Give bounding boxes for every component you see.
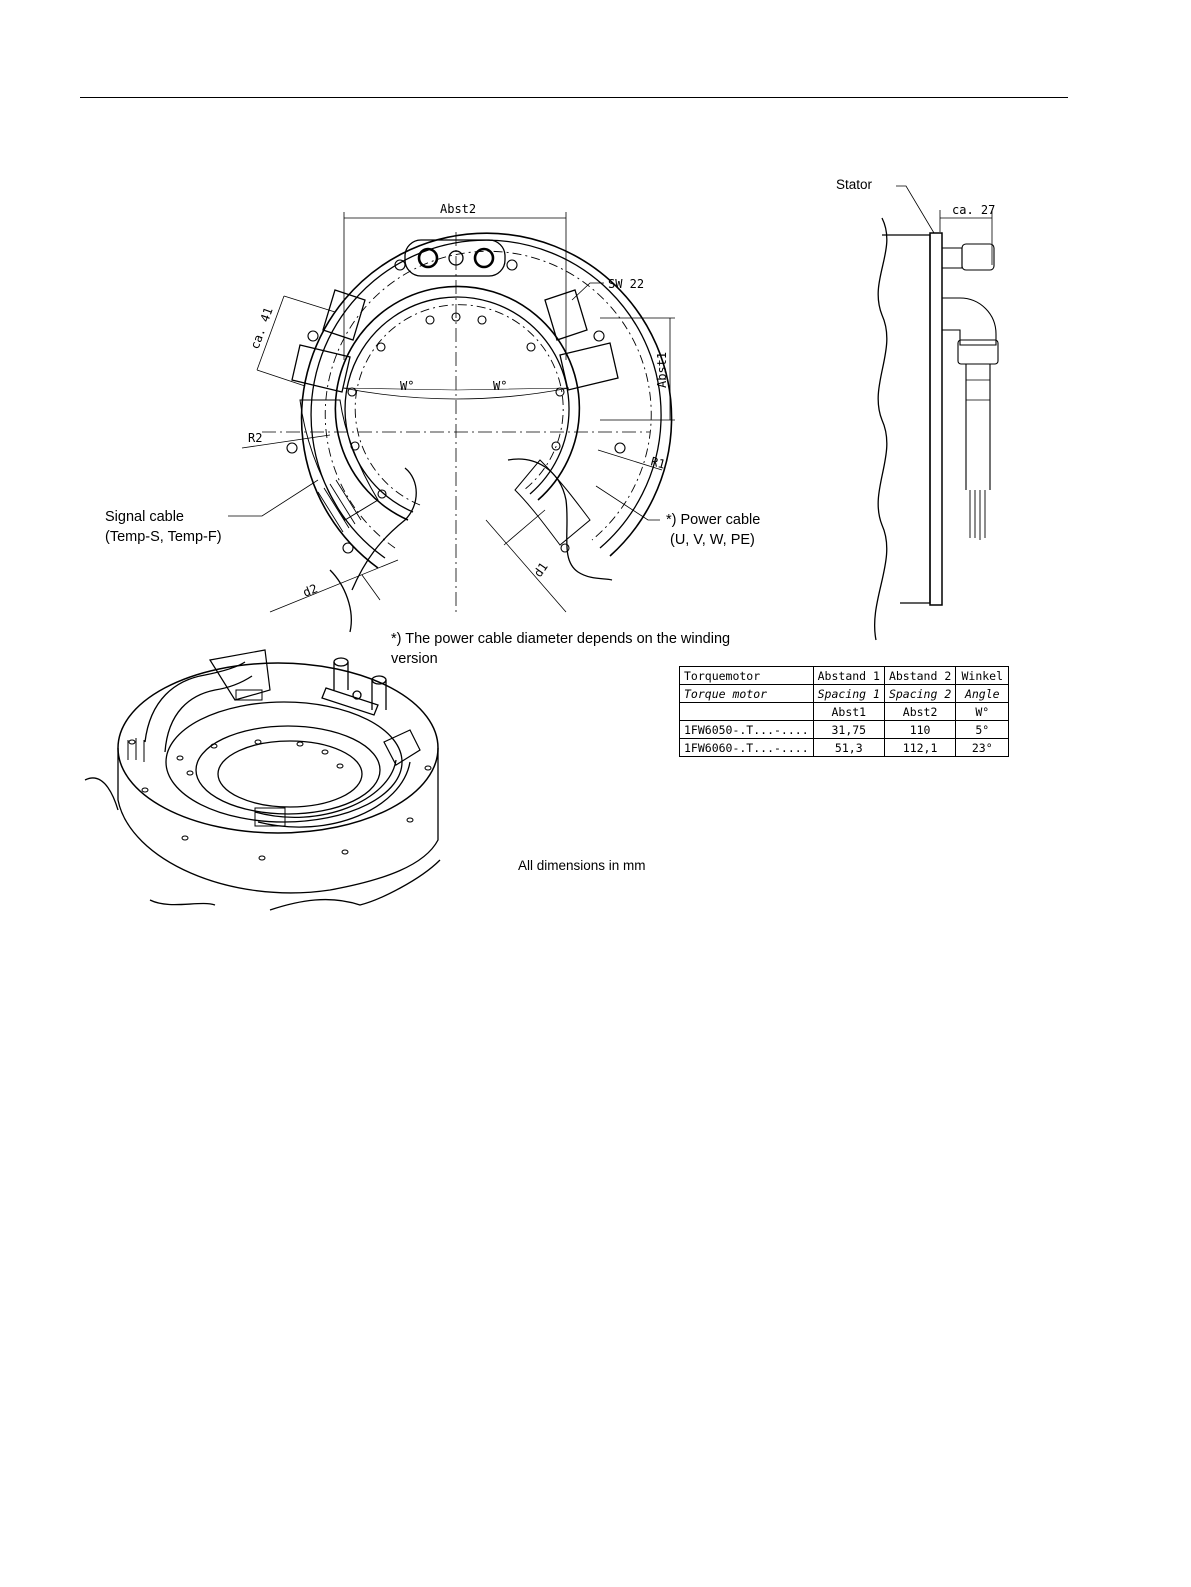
header-rule bbox=[80, 97, 1068, 98]
front-view bbox=[228, 212, 675, 633]
label-co41: ca. 41 bbox=[248, 305, 276, 351]
label-stator: Stator bbox=[836, 177, 873, 192]
label-r2: R2 bbox=[248, 431, 262, 445]
table-cell: 112,1 bbox=[883, 738, 957, 757]
label-sw22: SW 22 bbox=[608, 277, 644, 291]
label-w-left: W° bbox=[400, 379, 414, 393]
table-cell: 110 bbox=[883, 720, 957, 739]
footnote-line2: version bbox=[391, 651, 438, 667]
table-cell: Torque motor bbox=[679, 684, 814, 703]
table-cell: Angle bbox=[955, 684, 1010, 703]
label-d1: d1 bbox=[531, 560, 551, 580]
table-cell bbox=[679, 702, 814, 721]
table-cell: Abst2 bbox=[883, 702, 957, 721]
table-header-en: Torque motor Spacing 1 Spacing 2 Angle bbox=[679, 684, 1010, 703]
table-cell: 5° bbox=[955, 720, 1010, 739]
power-cable-label: *) Power cable bbox=[666, 512, 761, 528]
label-r1: R1 bbox=[649, 454, 667, 471]
table-cell: Abstand 1 bbox=[812, 666, 885, 685]
power-cable-sublabel: (U, V, W, PE) bbox=[670, 532, 755, 548]
table-cell: Winkel bbox=[955, 666, 1010, 685]
label-ca27: ca. 27 bbox=[952, 203, 995, 217]
table-header-de: Torquemotor Abstand 1 Abstand 2 Winkel bbox=[679, 666, 1010, 685]
table-cell: Spacing 2 bbox=[883, 684, 957, 703]
iso-view bbox=[84, 649, 441, 911]
table-row: 1FW6050-.T...-.... 31,75 110 5° bbox=[679, 720, 1010, 739]
table-cell: Spacing 1 bbox=[812, 684, 885, 703]
signal-cable-sublabel: (Temp-S, Temp-F) bbox=[105, 529, 222, 545]
dimension-table: Torquemotor Abstand 1 Abstand 2 Winkel T… bbox=[679, 666, 1010, 757]
label-w-right: W° bbox=[493, 379, 507, 393]
signal-cable-label: Signal cable bbox=[105, 509, 184, 525]
label-abst2: Abst2 bbox=[440, 202, 476, 216]
table-cell: 31,75 bbox=[812, 720, 885, 739]
footnote-line1: *) The power cable diameter depends on t… bbox=[391, 631, 731, 647]
table-cell: Abstand 2 bbox=[883, 666, 957, 685]
table-cell: 1FW6050-.T...-.... bbox=[679, 720, 814, 739]
table-row: 1FW6060-.T...-.... 51,3 112,1 23° bbox=[679, 738, 1010, 757]
label-d2: d2 bbox=[301, 581, 320, 599]
table-cell: 51,3 bbox=[812, 738, 885, 757]
units-note: All dimensions in mm bbox=[518, 858, 646, 873]
side-view bbox=[874, 185, 999, 641]
table-cell: 1FW6060-.T...-.... bbox=[679, 738, 814, 757]
table-cell: Torquemotor bbox=[679, 666, 814, 685]
table-cell: W° bbox=[955, 702, 1010, 721]
table-cell: 23° bbox=[955, 738, 1010, 757]
table-header-symbols: Abst1 Abst2 W° bbox=[679, 702, 1010, 721]
label-abst1: Abst1 bbox=[655, 352, 669, 388]
table-cell: Abst1 bbox=[812, 702, 885, 721]
